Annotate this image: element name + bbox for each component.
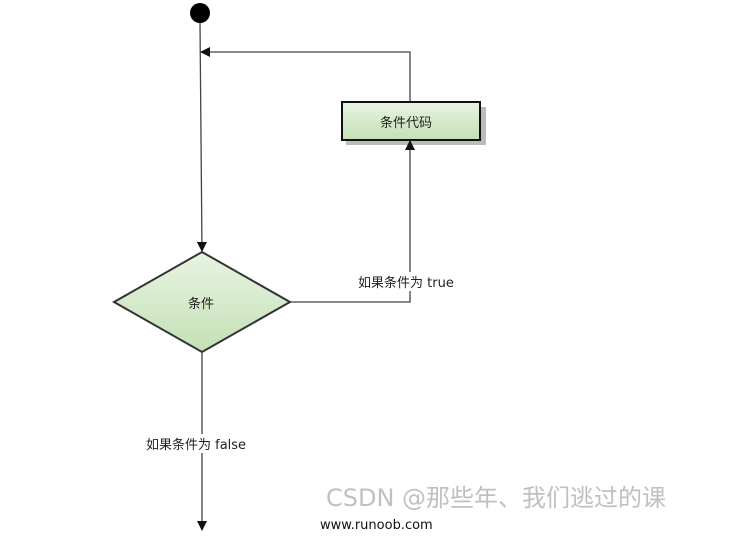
edge-loop-back: [200, 47, 411, 101]
site-url: www.runoob.com: [320, 518, 433, 533]
watermark: CSDN @那些年、我们逃过的课: [326, 484, 667, 512]
code-box: [341, 101, 481, 141]
condition-label: 条件: [188, 297, 215, 312]
edge-true: [290, 140, 415, 303]
start-node: [190, 3, 210, 23]
false-edge-label: 如果条件为 false: [146, 434, 247, 453]
true-edge-label: 如果条件为 true: [358, 272, 454, 291]
edge-start-to-condition: [196, 22, 207, 252]
code-box-label: 条件代码: [380, 116, 433, 131]
